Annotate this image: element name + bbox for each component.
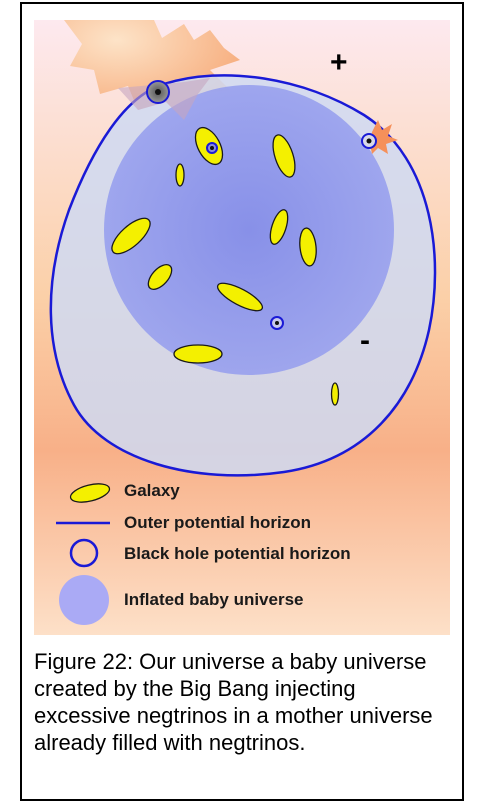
galaxy <box>174 345 222 363</box>
galaxy <box>176 164 184 186</box>
black-hole-core <box>210 146 214 150</box>
black-hole-core <box>275 321 279 325</box>
galaxy <box>332 383 339 405</box>
black-hole-core <box>367 139 372 144</box>
figure-caption: Figure 22: Our universe a baby universe … <box>34 648 454 756</box>
legend-label-inflated-universe: Inflated baby universe <box>124 590 304 609</box>
minus-sign: - <box>360 324 370 357</box>
black-hole-core <box>155 89 161 95</box>
universe-diagram: + - Galaxy Outer potential horizon Black… <box>34 20 450 635</box>
legend-label-outer-horizon: Outer potential horizon <box>124 513 311 532</box>
plus-sign: + <box>330 46 348 79</box>
legend-label-galaxy: Galaxy <box>124 481 180 500</box>
inflated-universe-disc-icon <box>59 575 109 625</box>
legend-label-black-hole-horizon: Black hole potential horizon <box>124 544 351 563</box>
